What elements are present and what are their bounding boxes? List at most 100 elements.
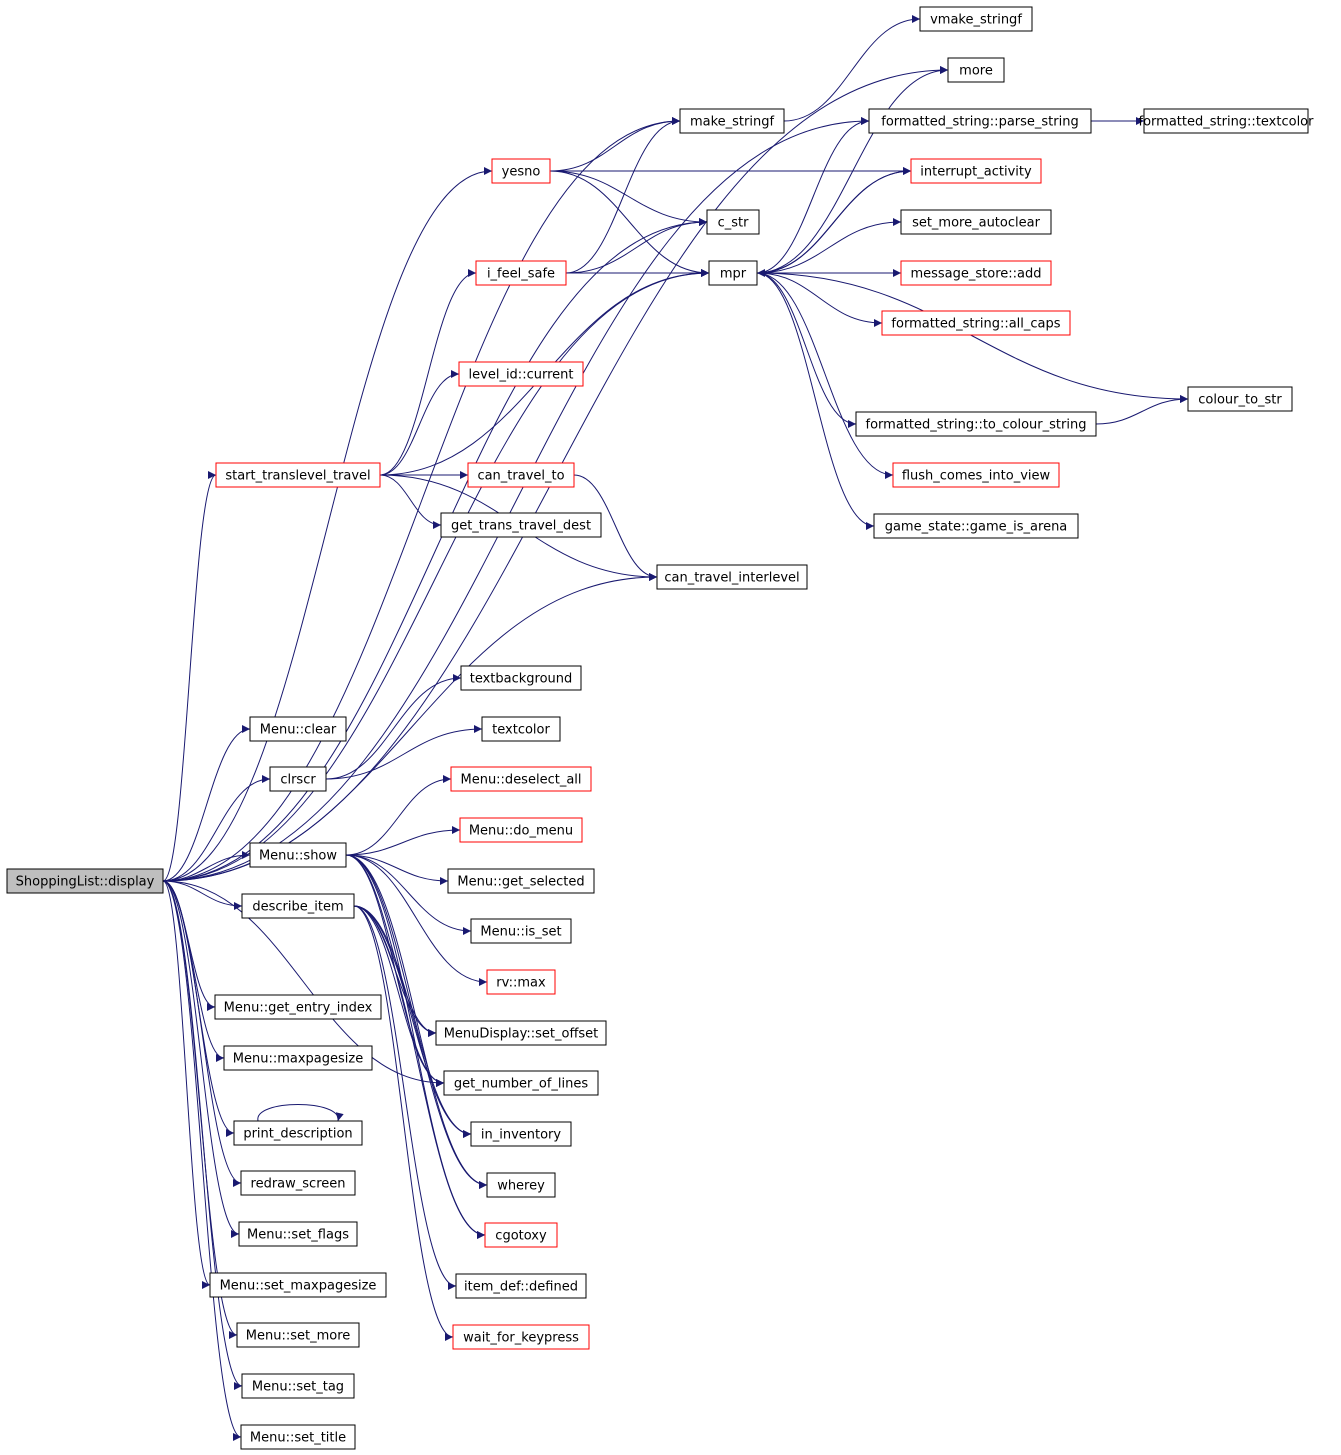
node-label: Menu::set_maxpagesize <box>220 1279 377 1294</box>
node-flush-comes-into-view[interactable]: flush_comes_into_view <box>892 462 1060 488</box>
node-set-more[interactable]: Menu::set_more <box>236 1322 360 1348</box>
node-yesno[interactable]: yesno <box>491 158 551 184</box>
node-do-menu[interactable]: Menu::do_menu <box>459 817 583 843</box>
node-set-maxpagesize[interactable]: Menu::set_maxpagesize <box>209 1272 387 1298</box>
edge-root-to-set_flags <box>162 880 240 1238</box>
node-maxpagesize[interactable]: Menu::maxpagesize <box>223 1045 373 1071</box>
edge-start_translevel_travel-to-get_trans_travel_dest <box>379 474 442 529</box>
node-more[interactable]: more <box>947 57 1005 83</box>
edge-menu_show-to-in_inventory <box>345 854 472 1138</box>
edge-root-to-set_tag <box>162 880 243 1390</box>
node-mpr[interactable]: mpr <box>708 260 758 286</box>
node-box <box>1143 108 1309 134</box>
node-set-more-autoclear[interactable]: set_more_autoclear <box>900 209 1052 235</box>
node-interrupt-activity[interactable]: interrupt_activity <box>910 158 1042 184</box>
node-set-flags[interactable]: Menu::set_flags <box>238 1221 358 1247</box>
node-get-trans-travel-dest[interactable]: get_trans_travel_dest <box>440 512 602 538</box>
node-deselect-all[interactable]: Menu::deselect_all <box>450 766 592 792</box>
node-box <box>467 462 575 488</box>
node-get-entry-index[interactable]: Menu::get_entry_index <box>214 994 382 1020</box>
node-box <box>855 411 1097 437</box>
node-level-id-current[interactable]: level_id::current <box>458 361 584 387</box>
node-parse-string[interactable]: formatted_string::parse_string <box>868 108 1092 134</box>
node-rv-max[interactable]: rv::max <box>486 969 556 995</box>
node-box <box>443 1070 599 1096</box>
node-label: MenuDisplay::set_offset <box>444 1027 599 1042</box>
node-label: get_trans_travel_dest <box>451 519 591 534</box>
node-wait-for-keypress[interactable]: wait_for_keypress <box>452 1324 590 1350</box>
node-vmake-stringf[interactable]: vmake_stringf <box>919 6 1033 32</box>
node-box <box>240 1424 356 1450</box>
node-box <box>470 1121 572 1147</box>
node-describe-item[interactable]: describe_item <box>241 893 355 919</box>
edge-describe_item-to-wherey <box>353 905 488 1189</box>
node-box <box>238 1221 358 1247</box>
node-colour-to-str[interactable]: colour_to_str <box>1187 386 1293 412</box>
node-box <box>656 564 808 590</box>
node-set-tag[interactable]: Menu::set_tag <box>241 1373 355 1399</box>
node-clrscr[interactable]: clrscr <box>269 766 327 792</box>
node-start-translevel-travel[interactable]: start_translevel_travel <box>215 462 381 488</box>
edge-mpr-to-flush_comes_into_view <box>756 272 894 479</box>
edge-mpr-to-parse_string <box>756 117 870 274</box>
node-box <box>455 1273 587 1299</box>
node-get-number-of-lines[interactable]: get_number_of_lines <box>443 1070 599 1096</box>
node-box <box>708 260 758 286</box>
edge-make_stringf-to-vmake_stringf <box>783 15 921 122</box>
node-box <box>233 1120 363 1146</box>
node-i-feel-safe[interactable]: i_feel_safe <box>475 260 567 286</box>
node-box <box>450 766 592 792</box>
node-label: redraw_screen <box>251 1177 346 1192</box>
node-redraw-screen[interactable]: redraw_screen <box>240 1170 356 1196</box>
node-label: Menu::is_set <box>480 925 561 940</box>
node-box <box>868 108 1092 134</box>
node-is-set[interactable]: Menu::is_set <box>470 918 572 944</box>
node-in-inventory[interactable]: in_inventory <box>470 1121 572 1147</box>
node-label: c_str <box>718 216 750 231</box>
edge-describe_item-to-cgotoxy <box>353 905 486 1239</box>
node-all-caps[interactable]: formatted_string::all_caps <box>881 310 1071 336</box>
node-box <box>458 361 584 387</box>
node-can-travel-interlevel[interactable]: can_travel_interlevel <box>656 564 808 590</box>
node-label: ShoppingList::display <box>16 875 155 890</box>
edge-root-to-make_stringf <box>162 117 681 882</box>
node-get-selected[interactable]: Menu::get_selected <box>447 868 595 894</box>
node-label: message_store::add <box>910 267 1041 282</box>
node-label: formatted_string::textcolor <box>1139 115 1315 130</box>
node-menu-show[interactable]: Menu::show <box>249 842 347 868</box>
node-to-colour-string[interactable]: formatted_string::to_colour_string <box>855 411 1097 437</box>
node-set-offset[interactable]: MenuDisplay::set_offset <box>435 1020 607 1046</box>
node-item-def-defined[interactable]: item_def::defined <box>455 1273 587 1299</box>
edge-menu_show-to-do_menu <box>345 826 461 856</box>
node-box <box>475 260 567 286</box>
node-game-is-arena[interactable]: game_state::game_is_arena <box>873 513 1079 539</box>
node-box <box>459 817 583 843</box>
node-make-stringf[interactable]: make_stringf <box>679 108 785 134</box>
node-box <box>900 209 1052 235</box>
edge-root-to-set_title <box>162 880 242 1441</box>
node-c-str[interactable]: c_str <box>706 209 760 235</box>
edge-interrupt_activity-to-mpr <box>756 170 912 277</box>
node-label: Menu::set_title <box>250 1431 346 1446</box>
node-cgotoxy[interactable]: cgotoxy <box>484 1222 558 1248</box>
node-label: item_def::defined <box>464 1280 578 1295</box>
node-message-store-add[interactable]: message_store::add <box>900 260 1052 286</box>
edge-mpr-to-to_colour_string <box>756 272 857 428</box>
node-root[interactable]: ShoppingList::display <box>6 868 164 894</box>
node-box <box>435 1020 607 1046</box>
node-textcolor[interactable]: textcolor <box>481 716 561 742</box>
node-fs-textcolor[interactable]: formatted_string::textcolor <box>1139 108 1315 134</box>
node-box <box>481 716 561 742</box>
edge-root-to-c_str <box>162 218 708 882</box>
edge-menu_show-to-deselect_all <box>345 775 452 856</box>
node-textbackground[interactable]: textbackground <box>460 665 582 691</box>
node-can-travel-to[interactable]: can_travel_to <box>467 462 575 488</box>
node-label: Menu::do_menu <box>469 824 573 839</box>
node-label: Menu::set_more <box>246 1329 351 1344</box>
node-label: yesno <box>502 165 541 180</box>
node-menu-clear[interactable]: Menu::clear <box>249 716 347 742</box>
node-set-title[interactable]: Menu::set_title <box>240 1424 356 1450</box>
node-print-description[interactable]: print_description <box>233 1120 363 1146</box>
node-wherey[interactable]: wherey <box>486 1172 556 1198</box>
node-box <box>214 994 382 1020</box>
